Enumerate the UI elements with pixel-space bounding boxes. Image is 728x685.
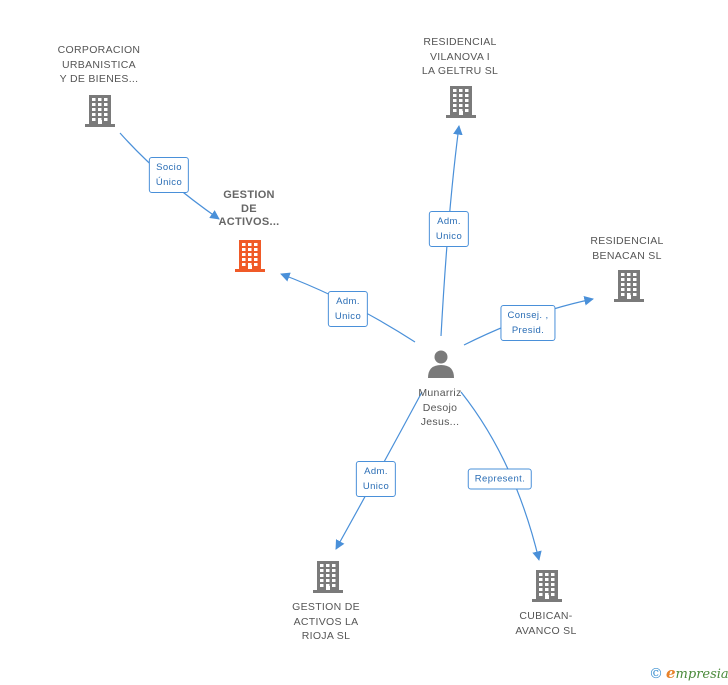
edge-label-line: Unico	[362, 481, 390, 492]
copyright-icon: ©	[649, 666, 663, 682]
node-label-line: Y DE BIENES...	[59, 73, 139, 85]
node-label-line: Desojo	[422, 401, 458, 414]
building-icon[interactable]	[235, 240, 265, 272]
node-label-line: ACTIVOS...	[218, 216, 280, 228]
node-label-line: LA GELTRU SL	[421, 65, 499, 77]
edge-label-line: Adm.	[437, 216, 461, 227]
node-label-line: URBANISTICA	[62, 58, 136, 71]
edge-label-cubican[interactable]: Represent.	[467, 468, 533, 490]
building-icon[interactable]	[532, 570, 562, 602]
node-label-line: CUBICAN-	[519, 610, 573, 622]
node-label-gestion-rioja[interactable]: GESTION DE ACTIVOS LA RIOJA SL	[292, 600, 360, 644]
empresia-logo-text: mpresia	[675, 667, 728, 682]
node-label-line: RIOJA SL	[301, 630, 351, 642]
edge-label-line: Adm.	[336, 296, 360, 307]
edge-label-line: Consej. ,	[507, 310, 549, 321]
edge-munarriz-to-cubican	[460, 391, 542, 561]
building-icon[interactable]	[614, 270, 644, 302]
building-icon[interactable]	[313, 561, 343, 593]
edge-label-line: Presid.	[511, 325, 545, 336]
edge-label-residencial-vilanova[interactable]: Adm. Unico	[428, 211, 470, 247]
edge-label-line: Socio	[156, 162, 182, 173]
node-label-line: RESIDENCIAL	[590, 235, 664, 247]
node-label-line: RESIDENCIAL	[423, 36, 497, 48]
node-label-line: CORPORACION	[57, 44, 141, 56]
empresia-logo-initial: e	[666, 664, 676, 682]
node-label-residencial-vilanova[interactable]: RESIDENCIAL VILANOVA I LA GELTRU SL	[422, 35, 498, 79]
node-label-line: VILANOVA I	[429, 50, 490, 63]
edge-label-line: Represent.	[474, 473, 526, 485]
edge-label-line: Adm.	[364, 466, 388, 477]
person-icon[interactable]	[428, 350, 454, 379]
edge-label-gestion-rioja[interactable]: Adm. Unico	[355, 461, 397, 497]
building-icon[interactable]	[446, 86, 476, 118]
node-label-line: ACTIVOS LA	[293, 615, 359, 628]
node-label-corporacion[interactable]: CORPORACION URBANISTICA Y DE BIENES...	[58, 43, 141, 87]
node-label-line: Munarriz	[418, 387, 462, 399]
node-label-residencial-benacan[interactable]: RESIDENCIAL BENACAN SL	[590, 234, 663, 263]
building-icon[interactable]	[85, 95, 115, 127]
edge-label-residencial-benacan[interactable]: Consej. , Presid.	[500, 305, 556, 341]
edge-label-line: Unico	[435, 231, 463, 242]
node-label-line: GESTION DE	[292, 601, 360, 613]
node-label-cubican[interactable]: CUBICAN- AVANCO SL	[515, 609, 576, 638]
empresia-watermark: ©empresia	[649, 664, 728, 682]
node-label-line: BENACAN SL	[592, 249, 662, 262]
node-label-line: GESTION	[223, 189, 275, 201]
edge-label-line: Unico	[334, 311, 362, 322]
edge-label-line: Único	[155, 177, 183, 188]
edge-label-gestion-activos[interactable]: Adm. Unico	[327, 291, 369, 327]
node-label-line: Jesus...	[420, 416, 460, 428]
node-label-line: DE	[241, 202, 257, 215]
node-label-line: AVANCO SL	[515, 624, 577, 637]
